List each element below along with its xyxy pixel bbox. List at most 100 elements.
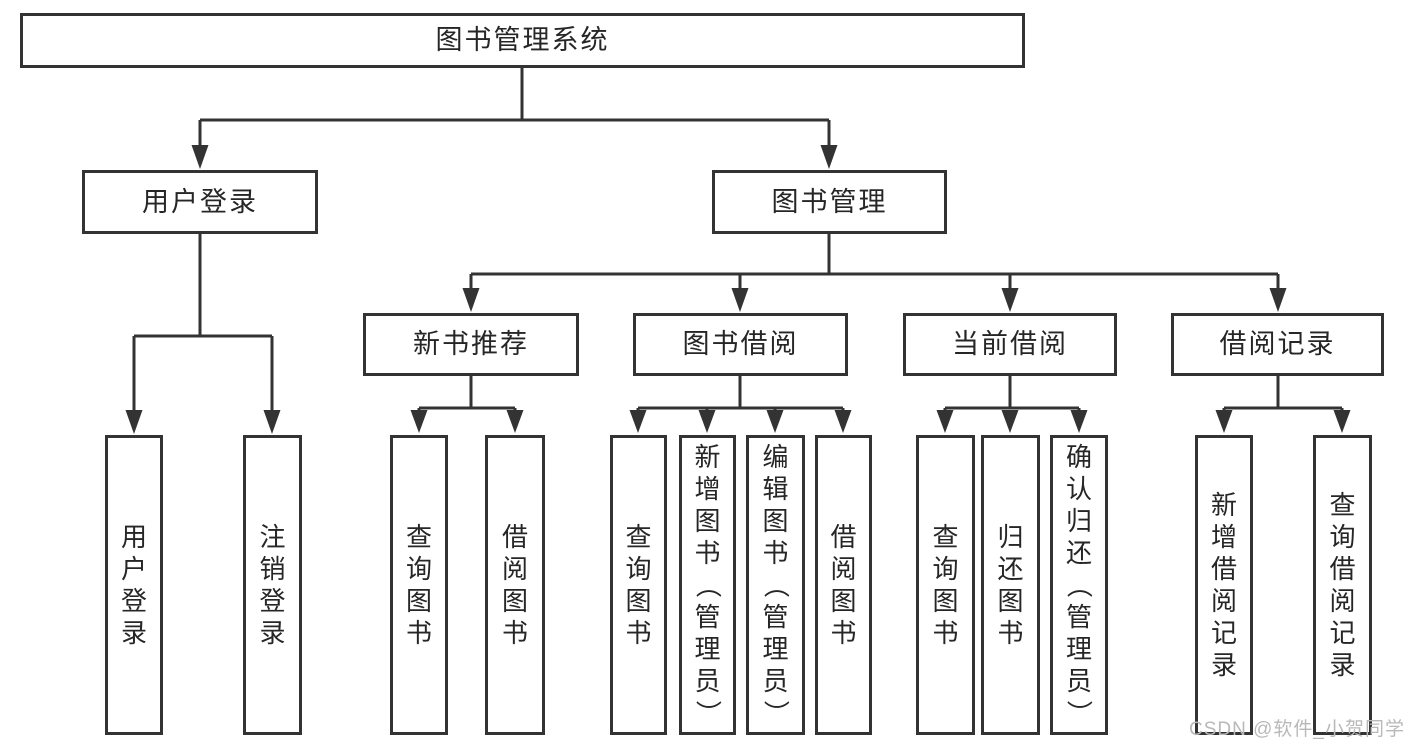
leaf-current-confirm-return-admin: 确认归还（管理员）: [1050, 435, 1108, 735]
node-new-book-recommend-label: 新书推荐: [413, 329, 529, 359]
vertical-char: 认: [1066, 474, 1093, 504]
vertical-char: ）: [760, 700, 791, 727]
vertical-char: 图: [830, 586, 857, 616]
vertical-char: 理: [762, 634, 789, 664]
leaf-current-return-books: 归还图书: [981, 435, 1040, 735]
node-borrow-records-label: 借阅记录: [1219, 329, 1336, 359]
node-root: 图书管理系统: [20, 13, 1025, 68]
vertical-char: 归: [997, 522, 1024, 552]
watermark: CSDN @软件_小贺同学: [1189, 719, 1405, 740]
vertical-char: 书: [406, 618, 433, 648]
vertical-char: 图: [502, 586, 529, 616]
connector-root-to-level2: [191, 66, 838, 169]
vertical-char: 确: [1066, 442, 1093, 472]
node-book-borrow-label: 图书借阅: [682, 329, 799, 359]
vertical-char: （: [1064, 572, 1094, 599]
node-current-borrow: 当前借阅: [903, 313, 1117, 376]
leaf-user-login: 用户登录: [105, 435, 163, 735]
vertical-char: 管: [762, 602, 789, 632]
vertical-char: 图: [625, 586, 652, 616]
leaf-borrow-add-books-admin: 新增图书 （ 管理员 ）: [679, 435, 736, 735]
vertical-char: 员: [762, 666, 789, 696]
vertical-char: 借: [502, 522, 529, 552]
vertical-char: 管: [694, 602, 721, 632]
vertical-char: 记: [1329, 618, 1356, 648]
node-user-login: 用户登录: [82, 170, 318, 234]
vertical-char: 图: [694, 506, 721, 536]
connector-user-login-branch: [125, 234, 281, 434]
node-new-book-recommend: 新书推荐: [363, 313, 579, 376]
vertical-char: 增: [694, 474, 721, 504]
node-borrow-records: 借阅记录: [1171, 313, 1384, 376]
vertical-char: 询: [932, 554, 959, 584]
vertical-char: 录: [1211, 650, 1238, 680]
vertical-char: 户: [121, 554, 148, 584]
leaf-borrow-borrow-books: 借阅图书: [815, 435, 872, 735]
node-user-login-label: 用户登录: [142, 186, 258, 217]
vertical-char: 阅: [1329, 586, 1356, 616]
vertical-char: 登: [259, 586, 286, 616]
leaf-records-add-record: 新增借阅记录: [1195, 435, 1253, 735]
vertical-char: 新: [694, 442, 721, 472]
vertical-char: 录: [1329, 650, 1356, 680]
vertical-char: 员: [1066, 666, 1093, 696]
vertical-char: ）: [692, 700, 723, 727]
leaf-logout: 注销登录: [243, 435, 302, 735]
vertical-char: 查: [1329, 490, 1356, 520]
connector-book-mgmt-branch: [462, 233, 1287, 312]
vertical-char: 用: [121, 522, 148, 552]
connector-recommend-branch: [410, 376, 524, 433]
leaf-recommend-borrow-books: 借阅图书: [485, 435, 545, 735]
node-book-mgmt-label: 图书管理: [771, 186, 888, 217]
vertical-char: 借: [1211, 554, 1238, 584]
vertical-char: 还: [1066, 538, 1093, 568]
vertical-char: 图: [932, 586, 959, 616]
vertical-char: 归: [1066, 506, 1093, 536]
vertical-char: 编: [762, 442, 789, 472]
vertical-char: 借: [830, 522, 857, 552]
vertical-char: 销: [259, 554, 286, 584]
vertical-char: 理: [694, 634, 721, 664]
vertical-char: ）: [1064, 700, 1094, 727]
connector-borrow-branch: [629, 376, 852, 433]
vertical-char: 书: [625, 618, 652, 648]
vertical-char: 新: [1211, 490, 1238, 520]
vertical-char: 书: [762, 538, 789, 568]
vertical-char: 借: [1329, 554, 1356, 584]
vertical-char: 录: [121, 618, 148, 648]
vertical-char: 询: [406, 554, 433, 584]
vertical-char: 增: [1211, 522, 1238, 552]
leaf-borrow-edit-books-admin: 编辑图书 （ 管理员 ）: [746, 435, 805, 735]
vertical-char: 询: [625, 554, 652, 584]
vertical-char: 记: [1211, 618, 1238, 648]
vertical-char: 图: [406, 586, 433, 616]
vertical-char: 图: [997, 586, 1024, 616]
vertical-char: 查: [625, 522, 652, 552]
vertical-char: 阅: [502, 554, 529, 584]
vertical-char: 查: [932, 522, 959, 552]
leaf-borrow-query-books: 查询图书: [610, 435, 667, 735]
vertical-char: 询: [1329, 522, 1356, 552]
vertical-char: （: [760, 572, 791, 599]
vertical-char: （: [692, 572, 723, 599]
vertical-char: 录: [259, 618, 286, 648]
leaf-records-query-record: 查询借阅记录: [1313, 435, 1372, 735]
vertical-char: 员: [694, 666, 721, 696]
vertical-char: 阅: [830, 554, 857, 584]
vertical-char: 书: [502, 618, 529, 648]
vertical-char: 还: [997, 554, 1024, 584]
vertical-char: 辑: [762, 474, 789, 504]
node-root-label: 图书管理系统: [435, 25, 610, 55]
connector-current-branch: [936, 376, 1088, 433]
node-current-borrow-label: 当前借阅: [952, 329, 1068, 359]
vertical-char: 书: [997, 618, 1024, 648]
vertical-char: 书: [694, 538, 721, 568]
vertical-char: 书: [932, 618, 959, 648]
node-book-borrow: 图书借阅: [633, 313, 848, 376]
leaf-current-query-books: 查询图书: [916, 435, 975, 735]
vertical-char: 查: [406, 522, 433, 552]
vertical-char: 登: [121, 586, 148, 616]
vertical-char: 图: [762, 506, 789, 536]
